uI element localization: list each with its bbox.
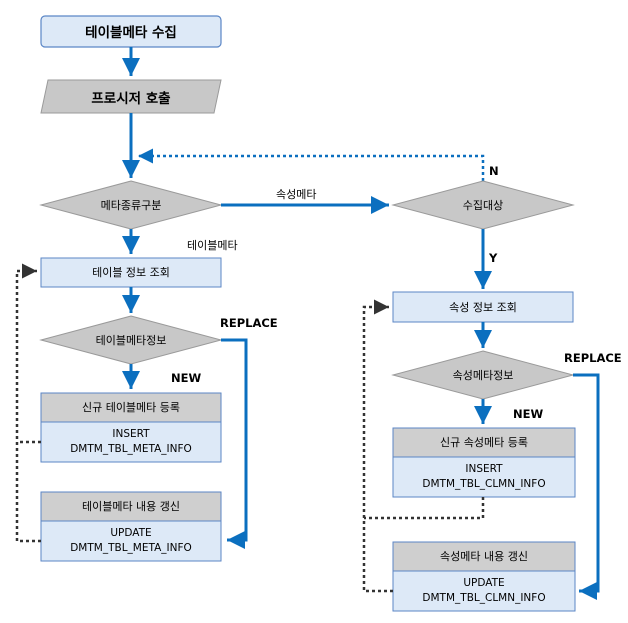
upd-attr-target: DMTM_TBL_CLMN_INFO [422,592,546,604]
upd-attr-header [392,541,576,572]
upd-attr-op: UPDATE [463,577,505,589]
edge-label-attr-meta: 속성메타 [276,188,317,201]
new-table-op: INSERT [112,428,150,440]
arrow-table-info-replace [221,338,248,549]
edge-label-replace-right: REPLACE [564,351,622,365]
upd-attr-title: 속성메타 내용 갱신 [440,550,528,563]
new-table-header [40,392,222,423]
new-table-body-text: INSERT DMTM_TBL_META_INFO [70,427,192,457]
meta-kind-label: 메타종류구분 [100,199,162,212]
new-table-title: 신규 테이블메타 등록 [81,401,181,414]
table-lookup-label: 테이블 정보 조회 [92,266,170,279]
edge-label-new-right: NEW [513,407,544,421]
new-attr-op: INSERT [465,463,503,475]
edge-label-n: N [489,164,499,178]
attr-lookup-box [392,291,574,323]
upd-table-op: UPDATE [110,527,152,539]
arrow-attr-info-replace [573,373,600,600]
attr-lookup-label: 속성 정보 조회 [449,301,517,314]
dotted-n-loop [138,148,485,181]
edge-label-y: Y [489,251,498,265]
new-attr-target: DMTM_TBL_CLMN_INFO [422,478,546,490]
upd-table-title: 테이블메타 내용 갱신 [81,500,181,513]
upd-table-body-text: UPDATE DMTM_TBL_META_INFO [70,526,192,556]
new-table-body [40,421,222,463]
edge-label-replace-left: REPLACE [220,316,278,330]
upd-attr-body [392,570,576,612]
proc-call-shape [40,79,222,114]
table-meta-info-label: 테이블메타정보 [95,334,167,347]
dotted-loop-table-upd [15,263,41,543]
new-attr-title: 신규 속성메타 등록 [440,436,528,449]
upd-table-header [40,491,222,522]
new-attr-header [392,427,576,458]
upd-table-target: DMTM_TBL_META_INFO [70,542,192,554]
new-attr-body-text: INSERT DMTM_TBL_CLMN_INFO [422,462,545,492]
attr-meta-info-label: 속성메타정보 [452,369,514,382]
table-lookup-box [40,257,222,288]
upd-attr-body-text: UPDATE DMTM_TBL_CLMN_INFO [422,576,545,606]
edge-label-new-left: NEW [171,371,202,385]
new-table-target: DMTM_TBL_META_INFO [70,443,192,455]
start-label: 테이블메타 수집 [85,25,177,41]
proc-call-label: 프로시저 호출 [91,91,171,107]
upd-table-body [40,520,222,562]
edge-label-table-meta: 테이블메타 [187,239,238,252]
dotted-loop-attr-upd [362,299,393,593]
collect-target-label: 수집대상 [462,199,504,212]
dotted-loop-attr-new [364,497,485,520]
